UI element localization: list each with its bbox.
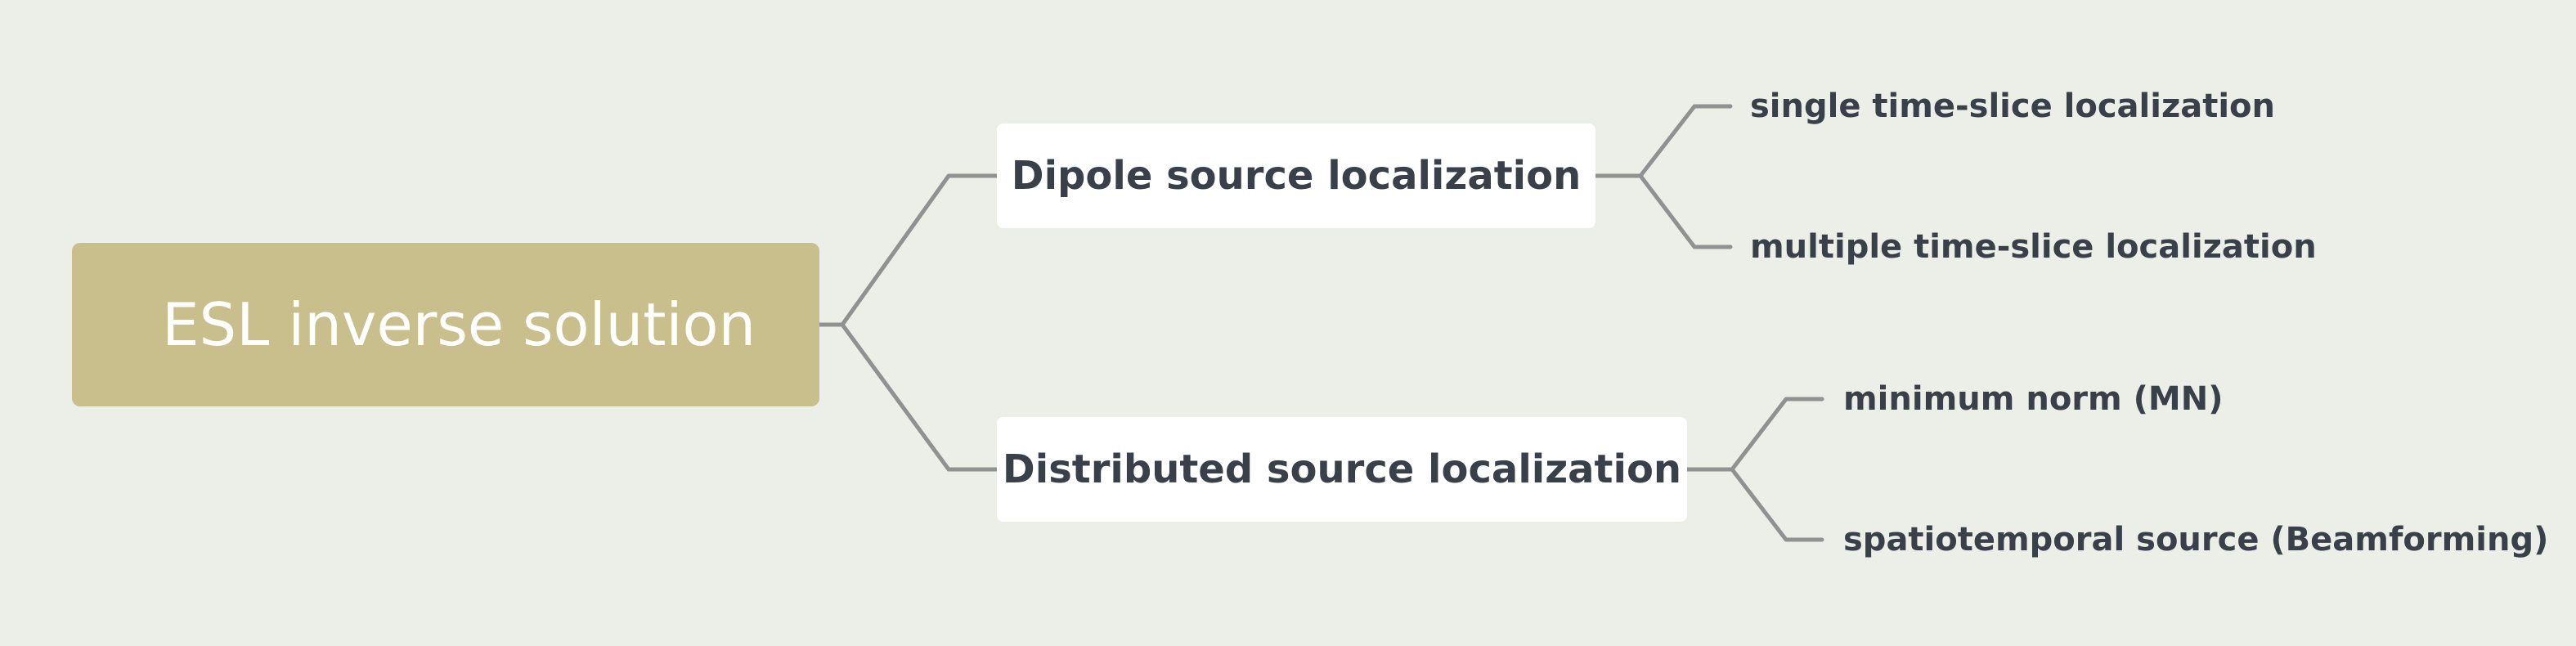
branch-node-dipole[interactable]: Dipole source localization xyxy=(997,123,1595,228)
leaf-node-label: minimum norm (MN) xyxy=(1843,380,2224,418)
leaf-node-multiple-time-slice[interactable]: multiple time-slice localization xyxy=(1750,214,2317,280)
leaf-node-single-time-slice[interactable]: single time-slice localization xyxy=(1750,74,2275,139)
branch-node-label: Dipole source localization xyxy=(1011,153,1582,199)
leaf-node-minimum-norm[interactable]: minimum norm (MN) xyxy=(1843,366,2223,432)
root-node[interactable]: ESL inverse solution xyxy=(72,243,819,406)
root-node-label: ESL inverse solution xyxy=(162,290,756,359)
connector-dipole-to-single xyxy=(1638,104,1733,178)
leaf-node-label: multiple time-slice localization xyxy=(1750,228,2317,266)
connector-root-to-distributed xyxy=(840,322,999,472)
connector-root-to-dipole xyxy=(840,173,999,327)
branch-node-label: Distributed source localization xyxy=(1002,446,1682,492)
branch-node-distributed[interactable]: Distributed source localization xyxy=(997,417,1687,522)
connector-distributed-to-mn xyxy=(1730,397,1824,472)
connector-distributed-to-beamforming xyxy=(1730,467,1824,542)
connector-dipole-to-multiple xyxy=(1638,173,1733,249)
leaf-node-beamforming[interactable]: spatiotemporal source (Beamforming) xyxy=(1843,507,2548,572)
leaf-node-label: spatiotemporal source (Beamforming) xyxy=(1843,521,2549,559)
leaf-node-label: single time-slice localization xyxy=(1750,87,2276,125)
